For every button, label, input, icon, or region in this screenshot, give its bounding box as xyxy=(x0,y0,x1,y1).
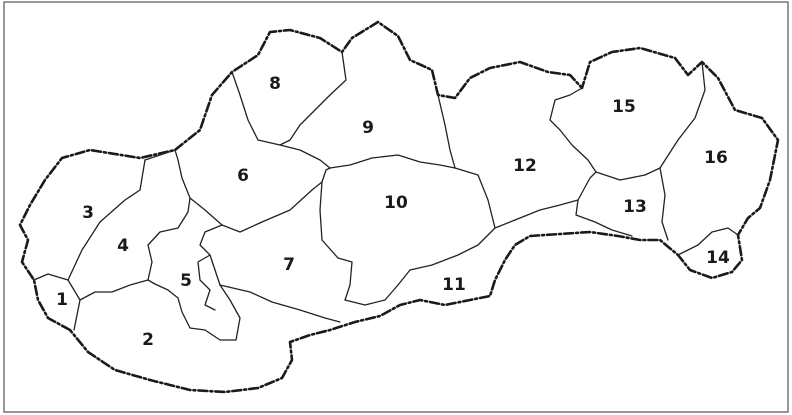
region-label-3: 3 xyxy=(82,203,94,223)
border-6-9 xyxy=(279,144,331,169)
border-8-9 xyxy=(279,51,347,146)
border-7-2 xyxy=(219,284,341,323)
border-7-10 xyxy=(319,181,353,301)
region-label-8: 8 xyxy=(269,74,281,94)
border-6-8 xyxy=(231,71,281,146)
border-14-16 xyxy=(677,227,739,256)
border-13-16 xyxy=(659,167,669,241)
border-9-12 xyxy=(437,94,456,169)
region-label-14: 14 xyxy=(706,248,730,268)
border-4-6 xyxy=(174,149,191,199)
border-12-13 xyxy=(514,171,597,221)
border-12-15 xyxy=(549,87,597,173)
country-border xyxy=(18,20,780,394)
border-4-5 xyxy=(147,197,191,281)
border-5-detail xyxy=(197,254,216,311)
region-label-1: 1 xyxy=(56,290,68,310)
border-3-6 xyxy=(144,149,176,161)
region-label-7: 7 xyxy=(283,255,295,275)
region-label-16: 16 xyxy=(704,148,728,168)
region-label-13: 13 xyxy=(623,197,647,217)
border-10-12 xyxy=(454,167,496,229)
region-label-6: 6 xyxy=(237,166,249,186)
region-label-5: 5 xyxy=(180,271,192,291)
region-label-2: 2 xyxy=(142,330,154,350)
border-1-2 xyxy=(67,279,81,331)
region-label-11: 11 xyxy=(442,275,466,295)
border-15-16 xyxy=(659,61,706,169)
border-3-4 xyxy=(67,159,146,281)
border-13-15 xyxy=(595,167,661,181)
border-4-2 xyxy=(79,279,149,301)
border-6-7 xyxy=(189,181,323,233)
map-frame-border xyxy=(3,1,789,413)
region-label-9: 9 xyxy=(362,118,374,138)
region-label-4: 4 xyxy=(117,236,129,256)
region-label-10: 10 xyxy=(384,193,408,213)
border-9-10 xyxy=(329,154,456,169)
border-10-11 xyxy=(344,219,516,306)
region-label-12: 12 xyxy=(513,156,537,176)
border-5-7 xyxy=(147,224,241,341)
border-13-11 xyxy=(575,199,633,237)
border-1-3 xyxy=(33,273,69,281)
border-6-10 xyxy=(321,167,331,183)
region-label-15: 15 xyxy=(612,97,636,117)
